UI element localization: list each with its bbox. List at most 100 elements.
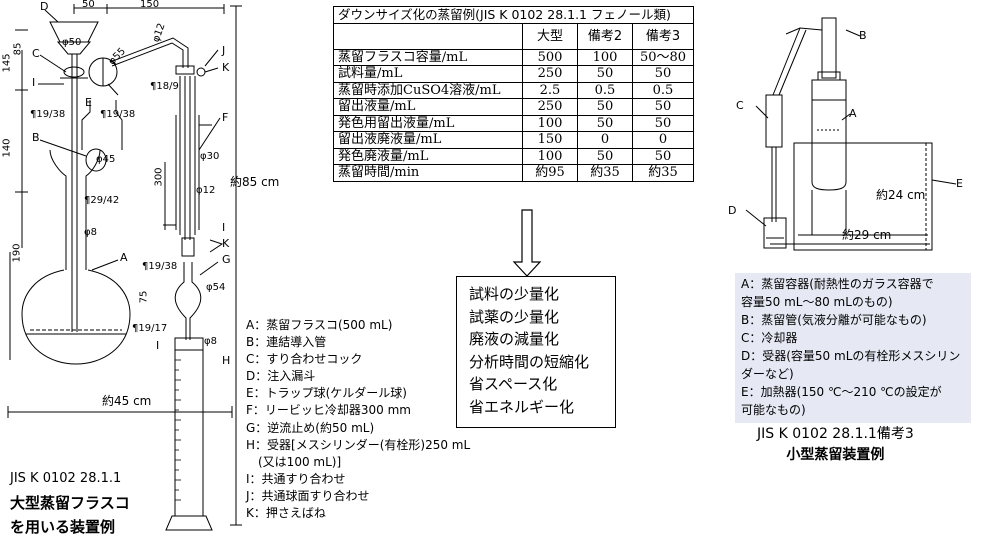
legend-item: ダーなど) [741, 367, 794, 381]
table-cell: 500 [522, 48, 578, 66]
dim-phi8-bottom: φ8 [204, 336, 217, 347]
label-E: E [85, 96, 92, 109]
benefit-item: 省スペース化 [469, 375, 558, 393]
table-header-cell [333, 22, 523, 50]
dim-joint-19-17: ¶19/17 [132, 323, 168, 334]
legend-item: B：連結導入管 [246, 335, 327, 350]
table-cell: 試料量/mL [333, 65, 523, 83]
table-cell: 50 [632, 114, 694, 132]
caption-line: 小型蒸留装置例 [786, 447, 885, 463]
downsize-table: ダウンサイズ化の蒸留例(JIS K 0102 28.1.1 フェノール類) 大型… [333, 6, 694, 182]
table-cell: 50 [632, 65, 694, 83]
large-apparatus-legend: A：蒸留フラスコ(500 mL) B：連結導入管 C：すり合わせコック D：注入… [246, 317, 470, 522]
table-cell: 100 [577, 48, 633, 66]
label-K-mid: K [222, 237, 230, 250]
small-label-B: B [859, 29, 867, 42]
dim-joint-19-38-left: ¶19/38 [30, 109, 66, 120]
legend-item: G：逆流止め(約50 mL) [246, 420, 375, 435]
legend-item: C：すり合わせコック [246, 352, 363, 367]
caption-line: JIS K 0102 28.1.1 [10, 471, 122, 486]
label-K-top: K [222, 61, 230, 74]
dim-phi12-mid: φ12 [196, 185, 216, 196]
dim-phi54: φ54 [206, 282, 226, 293]
table-caption: ダウンサイズ化の蒸留例(JIS K 0102 28.1.1 フェノール類) [333, 6, 694, 24]
label-I-mid: I [222, 221, 226, 234]
table-cell: 蒸留時間/min [333, 164, 523, 182]
dim-joint-19-38-right: ¶19/38 [100, 109, 136, 120]
benefit-item: 試薬の少量化 [469, 307, 560, 326]
label-D: D [40, 0, 49, 13]
legend-item: D：受器(容量50 mLの有栓形メスシリン [741, 349, 961, 363]
small-label-D: D [728, 204, 737, 217]
label-F: F [222, 111, 229, 124]
legend-item: K：押さえばね [246, 506, 326, 521]
legend-item: H：受器[メスシリンダー(有栓形)250 mL [246, 437, 471, 452]
dim-overall-width: 約45 cm [102, 394, 152, 408]
label-C: C [32, 47, 40, 60]
table-header-row: 大型 備考2 備考3 [333, 22, 694, 50]
table-cell: 蒸留時添加CuSO4溶液/mL [333, 81, 523, 99]
label-A: A [120, 251, 128, 264]
dim-overall-height: 約85 cm [230, 175, 280, 189]
small-label-C: C [736, 99, 744, 112]
table-cell: 蒸留フラスコ容量/mL [333, 48, 523, 66]
dim-50: 50 [82, 0, 95, 10]
table-cell: 100 [522, 147, 578, 165]
caption-line: JIS K 0102 28.1.1備考3 [757, 426, 914, 442]
label-B: B [32, 131, 40, 144]
small-label-E: E [956, 177, 963, 190]
table-cell: 留出液廃液量/mL [333, 131, 523, 149]
legend-item: J：共通球面すり合わせ [246, 488, 370, 503]
table-cell: 発色廃液量/mL [333, 147, 523, 165]
table-cell: 約35 [632, 164, 694, 182]
table-header-cell: 備考3 [632, 22, 694, 50]
dim-joint-19-38-mid: ¶19/38 [142, 261, 178, 272]
benefit-item: 試料の少量化 [469, 285, 560, 303]
legend-item: E：トラップ球(ケルダール球) [246, 386, 407, 401]
legend-item: A：蒸留容器(耐熱性のガラス容器で [741, 277, 934, 291]
large-apparatus-caption: JIS K 0102 28.1.1 大型蒸留フラスコ を用いる装置例 [10, 467, 130, 539]
label-H: H [222, 354, 231, 367]
dim-phi8-top: φ8 [84, 227, 97, 238]
table-cell: 50 [577, 98, 633, 116]
small-apparatus-caption: JIS K 0102 28.1.1備考3 小型蒸留装置例 [757, 424, 914, 466]
legend-item: D：注入漏斗 [246, 369, 316, 384]
dim-phi30: φ30 [200, 151, 220, 162]
table-header-cell: 備考2 [577, 22, 633, 50]
legend-item: 容量50 mL〜80 mLのもの) [741, 295, 893, 309]
label-I-bottom: I [156, 339, 160, 352]
legend-item: 可能なもの) [741, 403, 806, 417]
legend-item: E：加熱器(150 ℃〜210 ℃の設定が [741, 385, 942, 399]
legend-item: (又は100 mL)] [246, 454, 342, 469]
benefit-item: 廃液の減量化 [469, 330, 560, 348]
label-G: G [222, 253, 231, 266]
small-apparatus-legend: A：蒸留容器(耐熱性のガラス容器で 容量50 mL〜80 mLのもの) B：蒸留… [735, 273, 971, 423]
small-dim-width: 約29 cm [842, 228, 892, 242]
small-dim-height: 約24 cm [876, 188, 926, 202]
dim-phi50: φ50 [62, 37, 82, 48]
legend-item: B：蒸留管(気液分離が可能なもの) [741, 313, 927, 327]
table-caption-row: ダウンサイズ化の蒸留例(JIS K 0102 28.1.1 フェノール類) [333, 6, 694, 24]
table-cell: 50〜80 [632, 48, 694, 66]
dim-joint-18-9: ¶18/9 [150, 81, 179, 92]
legend-item: C：冷却器 [741, 331, 798, 345]
benefit-item: 省エネルギー化 [469, 397, 575, 416]
table-cell: 約95 [522, 164, 578, 182]
dim-phi45: φ45 [96, 154, 116, 165]
caption-line: 大型蒸留フラスコ [10, 494, 130, 512]
table-cell: 留出液量/mL [333, 98, 523, 116]
legend-item: F：リービッヒ冷却器300 mm [246, 403, 412, 418]
caption-line: を用いる装置例 [10, 518, 116, 536]
label-J: J [222, 44, 226, 57]
small-label-A: A [849, 107, 857, 120]
legend-item: A：蒸留フラスコ(500 mL) [246, 318, 393, 332]
